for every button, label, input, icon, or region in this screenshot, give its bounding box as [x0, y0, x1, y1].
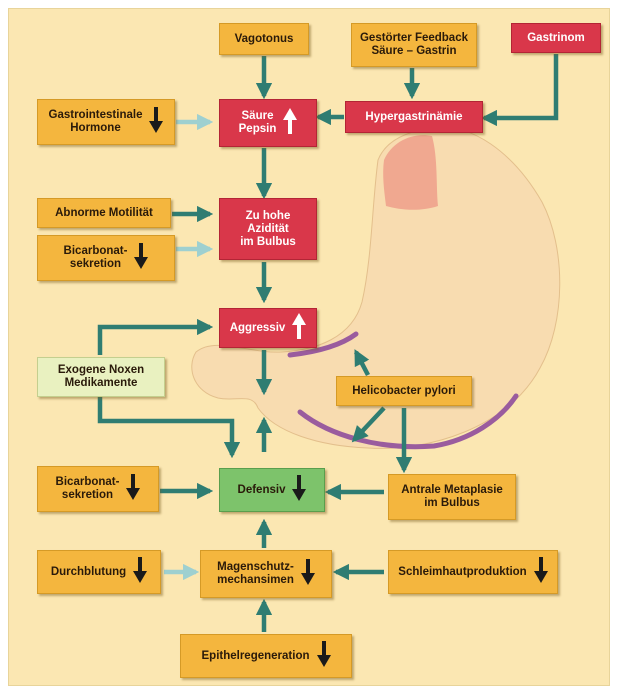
aggressiv-label: Aggressiv [229, 321, 286, 334]
helicobacter-box: Helicobacter pylori [336, 376, 472, 406]
gastrinom-label: Gastrinom [527, 31, 585, 44]
antral-mucosa-purple [297, 393, 519, 450]
feedback-label: Gestörter Feedback Säure – Gastrin [359, 32, 468, 57]
magenschutz-label: Magenschutz- mechansimen [217, 561, 294, 586]
arrow-helicobacter-duodenum [354, 349, 370, 377]
feedback-box: Gestörter Feedback Säure – Gastrin [351, 23, 477, 67]
light-arrows [164, 113, 214, 581]
aggressiv-box: Aggressiv [219, 308, 317, 348]
vagotonus-label: Vagotonus [234, 32, 294, 45]
down-arrow-icon [292, 475, 307, 505]
esophagus-pink [383, 135, 438, 210]
arrow-exogene-aggressiv [97, 318, 214, 355]
down-arrow-icon [134, 243, 149, 273]
up-arrow-icon [283, 108, 298, 138]
duodenal-mucosa-purple [287, 331, 359, 358]
down-arrow-icon [133, 557, 148, 587]
magenschutz-box: Magenschutz- mechansimen [200, 550, 332, 598]
vagotonus-box: Vagotonus [219, 23, 309, 55]
schleimhaut-box: Schleimhautproduktion [388, 550, 558, 594]
aziditaet-box: Zu hohe Azidität im Bulbus [219, 198, 317, 260]
durchblutung-box: Durchblutung [37, 550, 161, 594]
stomach-body [191, 127, 561, 449]
bicarbonat-top-label: Bicarbonat- sekretion [63, 245, 128, 270]
down-arrow-icon [149, 107, 164, 137]
hormone-label: Gastrointestinale Hormone [48, 109, 143, 134]
exogene-label: Exogene Noxen Medikamente [57, 364, 145, 389]
up-arrow-icon [292, 313, 307, 343]
helicobacter-label: Helicobacter pylori [352, 384, 456, 397]
defensiv-box: Defensiv [219, 468, 325, 512]
bicarbonat-top-box: Bicarbonat- sekretion [37, 235, 175, 281]
metaplasie-box: Antrale Metaplasie im Bulbus [388, 474, 516, 520]
bicarbonat-bottom-label: Bicarbonat- sekretion [55, 476, 120, 501]
arrow-gastrinom-hypergastrinaemie [480, 54, 559, 127]
arrow-helicobacter-antrum [351, 406, 386, 443]
down-arrow-icon [300, 559, 315, 589]
arrows [97, 54, 559, 632]
down-arrow-icon [533, 557, 548, 587]
defensiv-label: Defensiv [237, 483, 286, 496]
saeure-box: Säure Pepsin [219, 99, 317, 147]
stomach-illustration [191, 127, 561, 450]
gastrinom-box: Gastrinom [511, 23, 601, 53]
hypergastrinaemie-box: Hypergastrinämie [345, 101, 483, 133]
epithel-label: Epithelregeneration [201, 649, 310, 662]
epithel-box: Epithelregeneration [180, 634, 352, 678]
arrow-exogene-defensiv [97, 397, 241, 459]
schleimhaut-label: Schleimhautproduktion [398, 565, 527, 578]
hormone-box: Gastrointestinale Hormone [37, 99, 175, 145]
motilitaet-label: Abnorme Motilität [55, 206, 153, 219]
metaplasie-label: Antrale Metaplasie im Bulbus [401, 484, 503, 509]
down-arrow-icon [316, 641, 331, 671]
bicarbonat-bottom-box: Bicarbonat- sekretion [37, 466, 159, 512]
durchblutung-label: Durchblutung [50, 565, 127, 578]
down-arrow-icon [126, 474, 141, 504]
aziditaet-label: Zu hohe Azidität im Bulbus [240, 209, 296, 248]
hypergastrinaemie-label: Hypergastrinämie [365, 110, 463, 123]
saeure-label: Säure Pepsin [238, 110, 277, 135]
motilitaet-box: Abnorme Motilität [37, 198, 171, 228]
exogene-box: Exogene Noxen Medikamente [37, 357, 165, 397]
